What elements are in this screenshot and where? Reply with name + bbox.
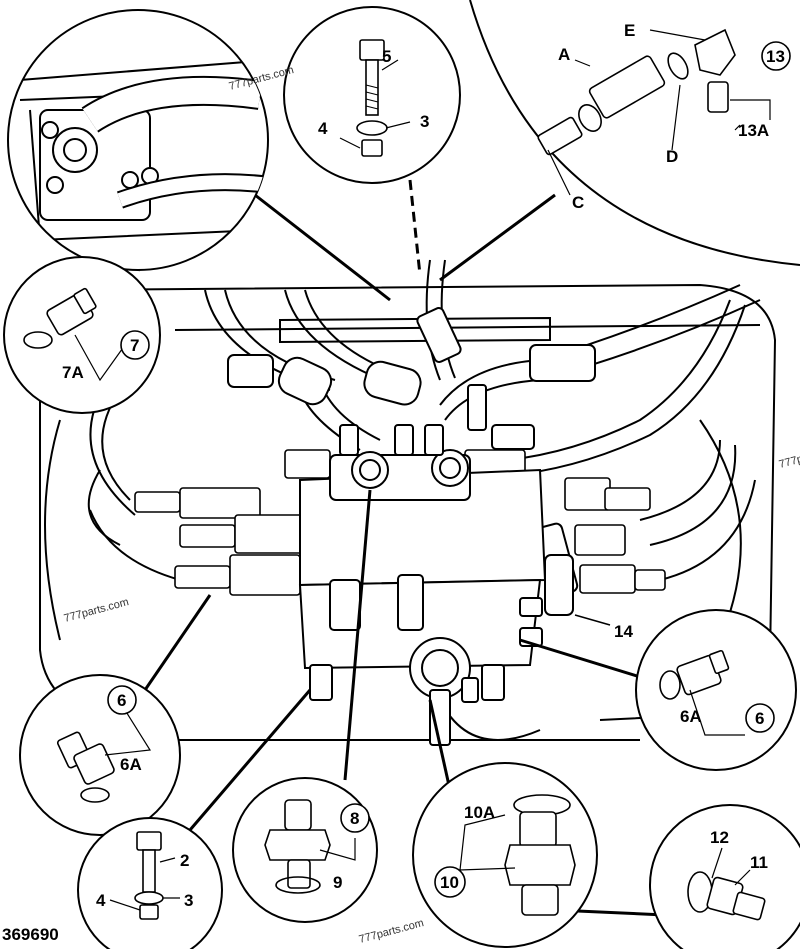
inset-fitting-6-left [19,674,181,836]
callout-2: 2 [180,851,189,870]
callout-13A: 13A [738,121,769,140]
callout-9: 9 [333,873,342,892]
watermark-3: 777parts.com [358,917,425,946]
callout-3-bottom: 3 [184,891,193,910]
callout-5: 5 [382,47,391,66]
inset-fitting-6-right [635,609,797,771]
callout-6-right-ring [745,703,775,733]
callout-12: 12 [710,828,729,847]
callout-10-ring [434,866,466,898]
callout-E: E [624,21,635,40]
inset-fitting-8 [232,777,378,923]
inset-bolt-5 [283,6,461,184]
callout-10: 10 [440,873,459,892]
callout-6-left: 6 [117,691,126,710]
callout-11: 11 [750,853,768,872]
callout-7A: 7A [62,363,84,382]
callout-C: C [572,193,584,212]
callout-6A-right: 6A [680,707,702,726]
callout-7-ring [120,330,150,360]
callout-14: 14 [614,622,633,641]
callout-4-top: 4 [318,119,328,138]
inset-bolt-2 [77,817,223,949]
callout-3-top: 3 [420,112,429,131]
leader-lines [119,179,666,917]
callout-A: A [558,45,570,64]
watermark-2: 777parts.com [63,596,130,625]
callout-8: 8 [350,809,359,828]
figure-id: 369690 [2,925,59,944]
callout-D: D [666,147,678,166]
callout-7: 7 [130,336,139,355]
inset-elbow-assembly [469,0,800,266]
callout-13: 13 [766,47,785,66]
callout-4-bottom: 4 [96,891,106,910]
callout-6A-left: 6A [120,755,142,774]
callout-labels: A E D C 13 13A 5 3 4 7 7A 14 6 6A 6 6A 2… [62,21,791,910]
callout-6-right: 6 [755,709,764,728]
inset-fitting-7 [3,256,161,414]
callout-6-left-ring [107,685,137,715]
inset-fitting-10 [412,762,598,948]
callout-8-ring [340,803,370,833]
hose-fittings [134,449,666,596]
inset-fitting-11 [649,804,800,949]
inset-detail-valve-port [7,9,269,271]
callout-10A: 10A [464,803,495,822]
callout-13-ring [761,41,791,71]
watermark-4: 777parts.com [778,442,800,471]
